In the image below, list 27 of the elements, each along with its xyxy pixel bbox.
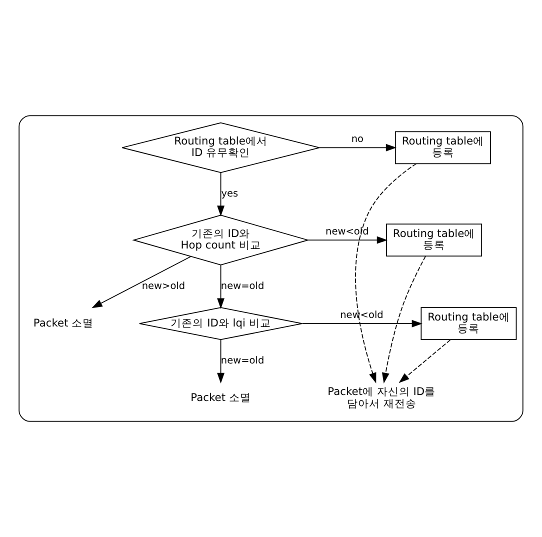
edge-label: new>old — [142, 280, 186, 292]
node-diamond: 기존의 ID와 lqi 비교 — [138, 307, 303, 340]
node-text: Packet에 자신의 ID를 담아서 재전송 — [328, 385, 436, 410]
arrow — [398, 340, 451, 384]
edge-label: new<old — [340, 310, 384, 322]
edge-label: yes — [221, 188, 238, 200]
arrow — [217, 172, 225, 216]
arrow — [319, 144, 397, 152]
arrow — [302, 320, 422, 328]
node-text: Packet 소멸 — [190, 390, 251, 404]
node-box: Routing table에 등록 — [394, 131, 491, 164]
edge-label: new=old — [220, 280, 264, 292]
arrow — [217, 264, 225, 309]
arrow — [217, 340, 225, 384]
edge-label: new=old — [220, 355, 264, 366]
arrow — [92, 256, 192, 308]
arrow — [382, 256, 426, 384]
edge-label: new<old — [326, 226, 369, 238]
edge-label: no — [351, 134, 364, 146]
node-diamond: 기존의 ID와 Hop count 비교 — [132, 214, 310, 266]
arrow — [308, 236, 388, 244]
arrow — [355, 163, 417, 384]
cluster — [18, 115, 524, 422]
node-box: Routing table에 등록 — [386, 224, 482, 256]
node-diamond: Routing table에서 ID 유무확인 — [122, 122, 320, 173]
node-text: Packet 소멸 — [33, 316, 94, 330]
node-box: Routing table에 등록 — [420, 307, 517, 340]
